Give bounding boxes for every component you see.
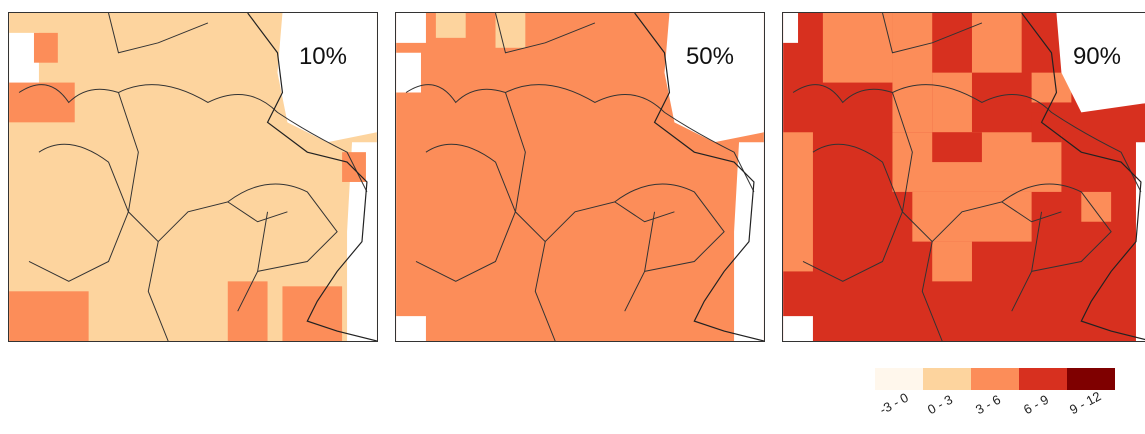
legend-label-3: 6 - 9 bbox=[1021, 391, 1052, 418]
map-panel-10: 10% bbox=[8, 12, 378, 342]
legend-swatch-1 bbox=[923, 368, 971, 390]
legend: -3 - 0 0 - 3 3 - 6 6 - 9 9 - 12 bbox=[875, 368, 1115, 417]
legend-swatch-0 bbox=[875, 368, 923, 390]
legend-label-0: -3 - 0 bbox=[877, 389, 911, 418]
legend-swatch-3 bbox=[1019, 368, 1067, 390]
sea-area bbox=[396, 13, 764, 341]
percentile-label: 90% bbox=[1072, 43, 1121, 70]
percentile-label: 50% bbox=[685, 43, 734, 70]
sea-area bbox=[783, 13, 1145, 341]
map-10 bbox=[9, 13, 377, 341]
cells-lower bbox=[435, 13, 526, 48]
map-panel-50: 50% bbox=[395, 12, 765, 342]
map-90 bbox=[783, 13, 1145, 341]
legend-label-2: 3 - 6 bbox=[973, 391, 1004, 418]
legend-label-4: 9 - 12 bbox=[1067, 388, 1104, 418]
legend-label-1: 0 - 3 bbox=[925, 391, 956, 418]
legend-swatches bbox=[875, 368, 1115, 390]
cells-higher-deep bbox=[932, 112, 1062, 163]
map-50 bbox=[396, 13, 764, 341]
legend-swatch-2 bbox=[971, 368, 1019, 390]
percentile-label: 10% bbox=[298, 43, 347, 70]
legend-swatch-4 bbox=[1067, 368, 1115, 390]
map-panel-90: 90% bbox=[782, 12, 1145, 342]
region-boundaries bbox=[405, 13, 755, 341]
coastline bbox=[1021, 13, 1145, 341]
sea-area bbox=[9, 13, 377, 341]
region-boundaries bbox=[792, 13, 1142, 341]
region-boundaries bbox=[18, 13, 368, 341]
coastline bbox=[247, 13, 377, 341]
coastline bbox=[634, 13, 764, 341]
